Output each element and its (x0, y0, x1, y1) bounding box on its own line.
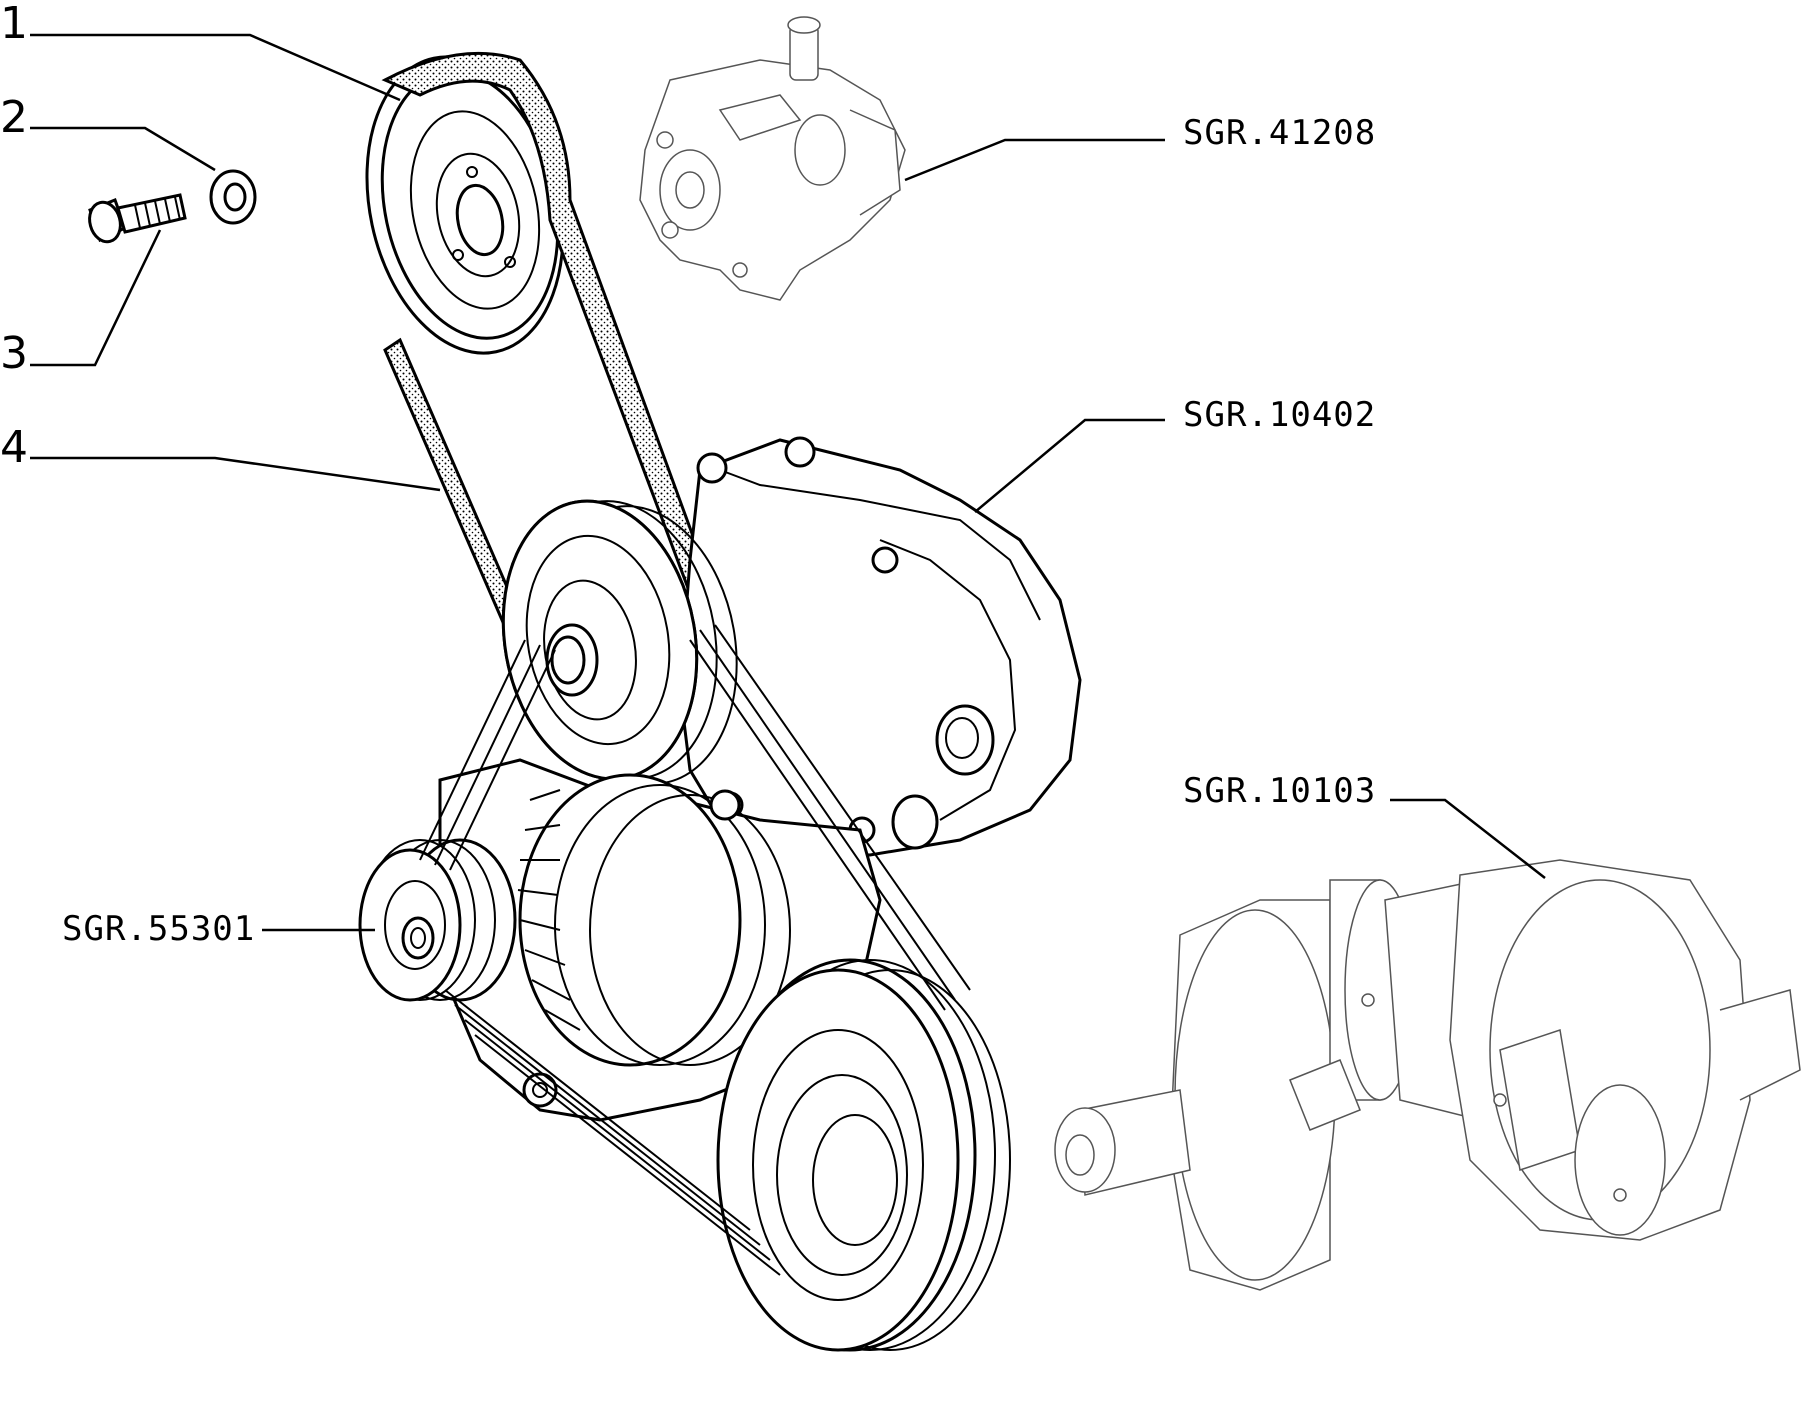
water-pump-pulley (501, 499, 738, 785)
ref-power-steering-pump: SGR.41208 (1183, 113, 1376, 153)
callout-3: 3 (0, 328, 28, 379)
leader-sgr-10103 (1390, 798, 1546, 879)
leader-lines (30, 33, 1546, 932)
callout-2: 2 (0, 92, 28, 143)
leader-3 (30, 229, 162, 367)
leader-sgr-41208 (904, 138, 1165, 182)
bolt (88, 193, 187, 244)
power-steering-pump (639, 16, 906, 301)
leader-1 (30, 33, 401, 102)
leader-4 (30, 456, 441, 492)
ref-crankshaft: SGR.10103 (1183, 771, 1376, 811)
alternator-pulley (358, 838, 517, 1002)
crankshaft-pulley (716, 958, 1011, 1352)
ref-coolant-pump: SGR.10402 (1183, 395, 1376, 435)
washer (209, 169, 257, 225)
callout-4: 4 (0, 422, 28, 473)
coolant-pump (678, 436, 1082, 857)
ref-alternator: SGR.55301 (62, 909, 255, 949)
drive-belt-lower (419, 624, 971, 1276)
callout-1: 1 (0, 0, 28, 49)
drive-belt-upper (381, 51, 722, 653)
crankshaft (1054, 859, 1801, 1291)
leader-2 (30, 126, 216, 172)
leader-sgr-10402 (974, 418, 1165, 513)
